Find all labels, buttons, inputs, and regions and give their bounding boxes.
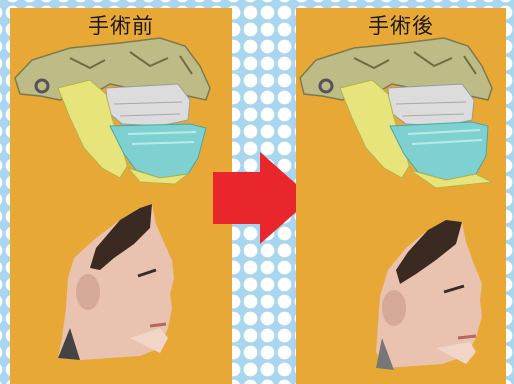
before-surgery-panel: 手術前 [10, 8, 232, 384]
after-surgery-title: 手術後 [368, 14, 434, 38]
after-surgery-panel: 手術後 [296, 8, 506, 384]
right-arrow-icon [213, 152, 312, 244]
before-face-photo [58, 204, 174, 360]
after-face-photo [376, 220, 482, 370]
after-skull-render [299, 37, 494, 370]
before-skull-render [14, 37, 211, 360]
before-surgery-title: 手術前 [88, 14, 154, 38]
